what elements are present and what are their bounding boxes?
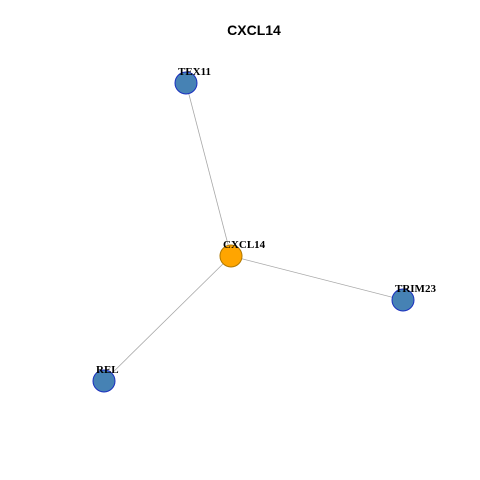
- node-trim23[interactable]: [391, 288, 415, 312]
- edges-group: [103, 82, 404, 382]
- node-label-tex11: TEX11: [178, 66, 211, 78]
- node-label-rel: REL: [96, 364, 119, 376]
- node-rel[interactable]: [92, 369, 116, 393]
- node-label-trim23: TRIM23: [395, 283, 436, 295]
- edge-cxcl14-tex11: [185, 82, 232, 257]
- node-cxcl14[interactable]: [219, 244, 243, 268]
- edge-cxcl14-trim23: [230, 255, 404, 301]
- node-tex11[interactable]: [174, 71, 198, 95]
- diagram-title: CXCL14: [227, 22, 281, 38]
- edge-cxcl14-rel: [103, 255, 232, 382]
- node-label-cxcl14: CXCL14: [223, 239, 266, 251]
- nodes-group: [92, 71, 415, 393]
